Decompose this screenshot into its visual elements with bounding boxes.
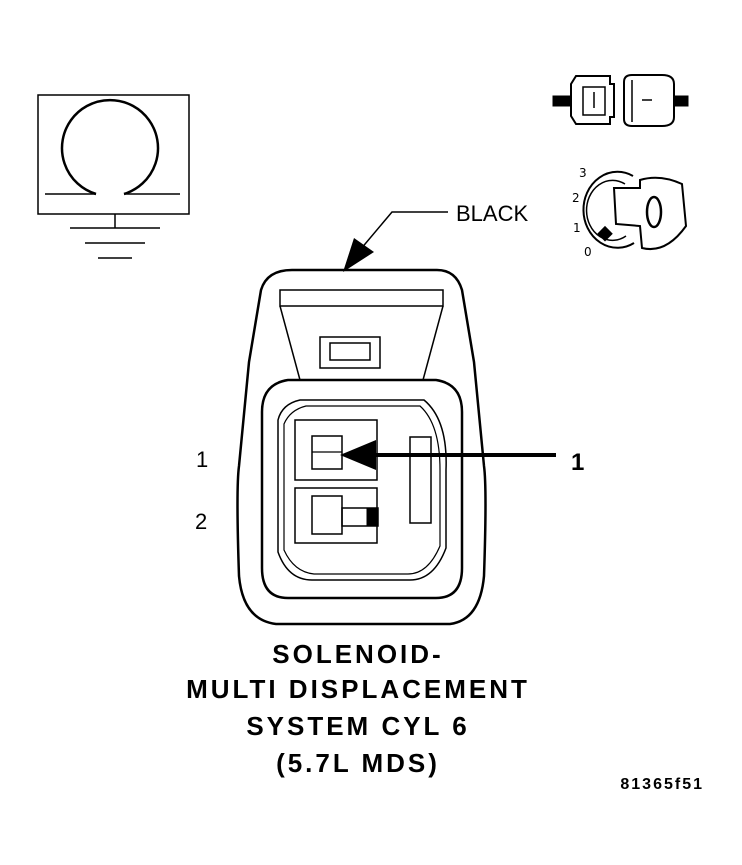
ignition-key-switch-icon: 3 2 1 0 [572,166,688,259]
connector-pair-icon [552,74,689,127]
key-position-0: 0 [584,245,592,259]
title-line-3: SYSTEM CYL 6 [246,711,469,741]
connector-color-label: BLACK [456,201,528,226]
color-leader: BLACK [343,201,528,272]
title-line-2: MULTI DISPLACEMENT [186,674,530,704]
title-line-1: SOLENOID- [272,639,443,669]
key-position-2: 2 [572,191,580,205]
key-position-3: 3 [579,166,587,180]
pin-label-2: 2 [195,509,207,534]
title-line-4: (5.7L MDS) [276,748,440,778]
figure-id: 81365f51 [620,776,704,793]
callout-arrow [340,440,556,470]
component-title: SOLENOID- MULTI DISPLACEMENT SYSTEM CYL … [186,639,530,778]
connector-body [236,268,487,626]
ground-solenoid-symbol-icon [37,94,190,259]
pin-label-1: 1 [196,447,208,472]
key-position-1: 1 [573,221,581,235]
callout-number: 1 [571,449,584,476]
